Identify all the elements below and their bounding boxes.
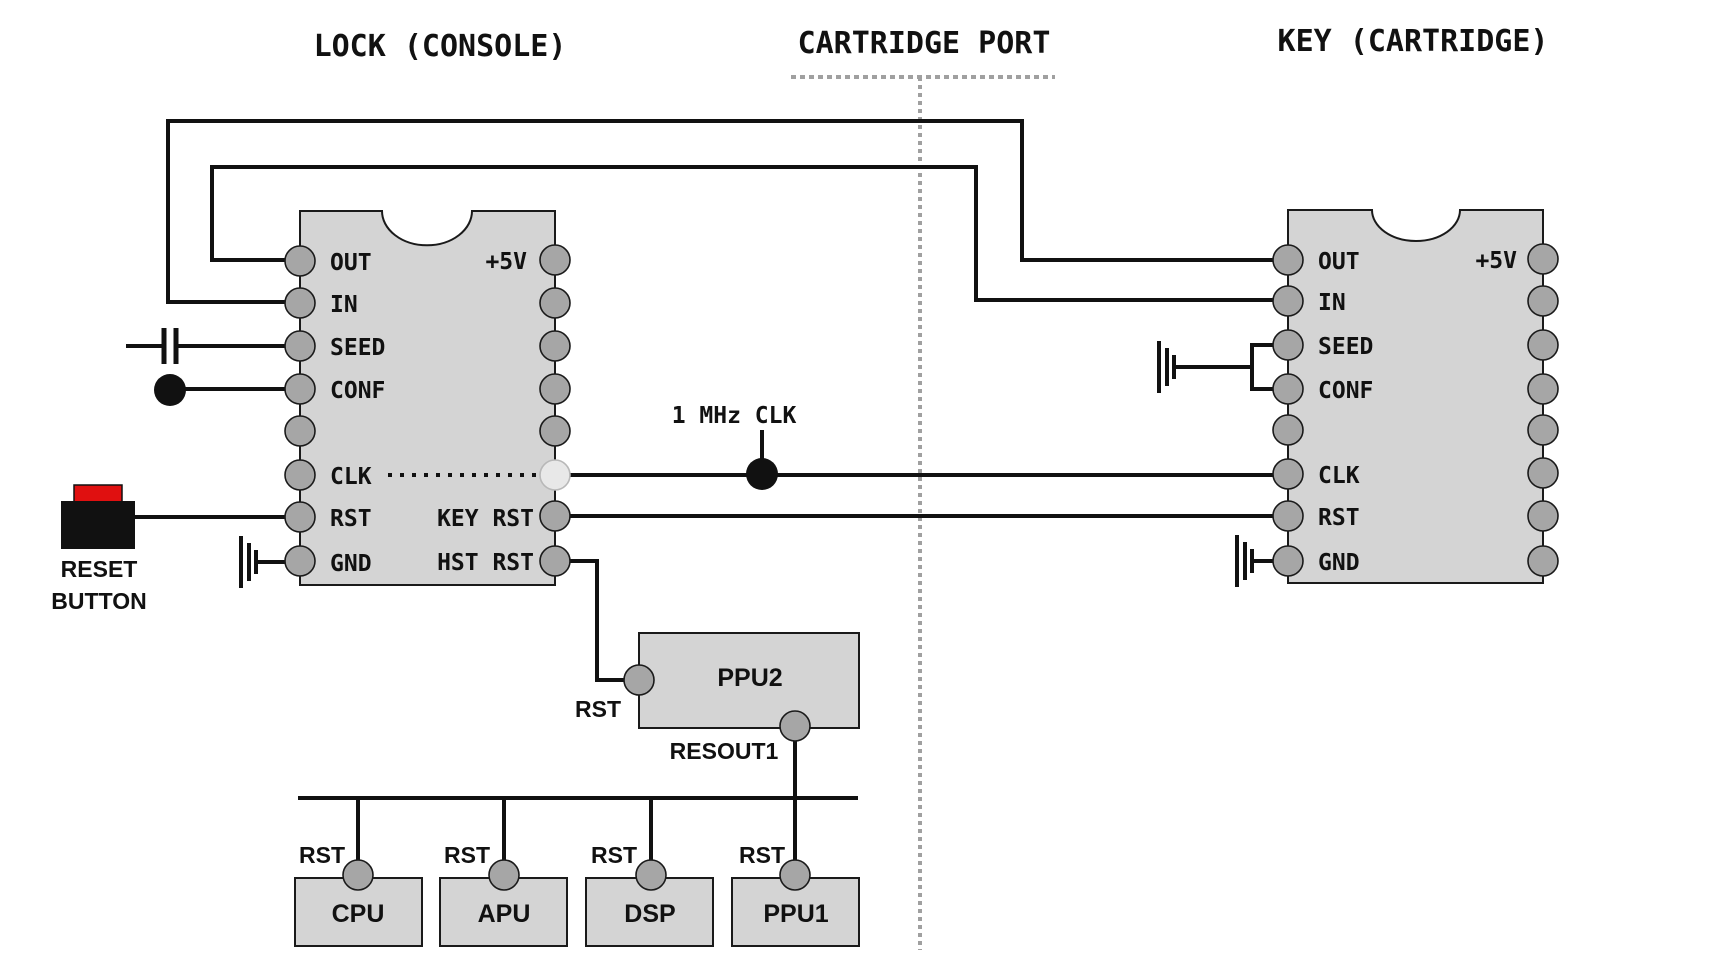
lock-label-5v: +5V [485, 249, 527, 275]
dsp-rst-label: RST [591, 842, 637, 868]
key-pin-nc-r4 [1527, 373, 1559, 405]
ppu1-pin-rst [779, 859, 811, 891]
key-label-rst: RST [1318, 505, 1360, 531]
cpu-pin-rst [342, 859, 374, 891]
apu-rst-label: RST [444, 842, 490, 868]
lock-pin-clk-ghost [539, 459, 571, 491]
ppu2-pin-resout1 [779, 710, 811, 742]
lock-label-in: IN [330, 292, 358, 318]
key-pin-nc-r3 [1527, 329, 1559, 361]
key-pin-in [1272, 285, 1304, 317]
key-title: KEY (CARTRIDGE) [1278, 24, 1549, 59]
key-chip [1287, 209, 1544, 584]
reset-button-cap [73, 484, 123, 503]
lock-label-key-rst: KEY RST [437, 506, 534, 532]
key-label-seed: SEED [1318, 334, 1373, 360]
cartridge-port-title: CARTRIDGE PORT [798, 26, 1051, 61]
lock-pin-nc-r2 [539, 287, 571, 319]
key-pin-out [1272, 244, 1304, 276]
key-pin-conf [1272, 373, 1304, 405]
ppu2-resout-label: RESOUT1 [670, 738, 779, 764]
hst-rst-wire [555, 559, 637, 682]
apu-pin-rst [488, 859, 520, 891]
key-pin-5v [1527, 243, 1559, 275]
lock-pin-nc-r3 [539, 330, 571, 362]
lock-chip [299, 210, 556, 586]
key-label-gnd: GND [1318, 550, 1360, 576]
ppu1-label: PPU1 [763, 900, 828, 928]
lock-title: LOCK (CONSOLE) [314, 29, 567, 64]
key-pin-gnd [1272, 545, 1304, 577]
lock-pin-nc-r4 [539, 373, 571, 405]
key-pin-nc-r8 [1527, 545, 1559, 577]
dsp-pin-rst [635, 859, 667, 891]
lock-label-seed: SEED [330, 335, 385, 361]
key-label-in: IN [1318, 290, 1346, 316]
clock-label: 1 MHz CLK [672, 403, 797, 429]
lock-pin-key-rst [539, 500, 571, 532]
ppu1-rst-label: RST [739, 842, 785, 868]
cpu-label: CPU [332, 900, 385, 928]
ppu2-label: PPU2 [717, 664, 782, 692]
key-label-clk: CLK [1318, 463, 1360, 489]
conf-terminal-dot [154, 374, 186, 406]
lock-pin-hst-rst [539, 545, 571, 577]
key-label-out: OUT [1318, 249, 1360, 275]
cpu-rst-label: RST [299, 842, 345, 868]
lock-label-gnd: GND [330, 551, 372, 577]
key-pin-nc-r2 [1527, 285, 1559, 317]
lock-label-clk: CLK [330, 464, 372, 490]
lock-pin-gnd [284, 545, 316, 577]
lock-pin-5v [539, 244, 571, 276]
lock-pin-seed [284, 330, 316, 362]
key-pin-nc-r7 [1527, 500, 1559, 532]
key-pin-rst [1272, 500, 1304, 532]
lock-pin-conf [284, 373, 316, 405]
reset-button-label-1: RESET [61, 556, 138, 582]
clk-junction-dot [746, 458, 778, 490]
lock-pin-out [284, 245, 316, 277]
key-label-conf: CONF [1318, 378, 1373, 404]
lock-label-out: OUT [330, 250, 372, 276]
wire-lock-in-to-key-out [166, 119, 1288, 304]
ppu2-pin-rst [623, 664, 655, 696]
reset-button-body [61, 501, 135, 549]
key-pin-seed [1272, 329, 1304, 361]
key-pin-nc-left [1272, 414, 1304, 446]
lock-label-rst: RST [330, 506, 372, 532]
key-pin-nc-r6 [1527, 457, 1559, 489]
key-pin-nc-r5 [1527, 414, 1559, 446]
dsp-label: DSP [624, 900, 675, 928]
lock-pin-nc-left [284, 415, 316, 447]
lock-pin-rst [284, 501, 316, 533]
lock-label-conf: CONF [330, 378, 385, 404]
ppu2-rst-label: RST [575, 696, 621, 722]
key-pin-clk [1272, 458, 1304, 490]
reset-button-label-2: BUTTON [51, 588, 146, 614]
wire-lock-out-to-key-in [210, 165, 1288, 302]
lock-pin-clk [284, 459, 316, 491]
lock-label-hst-rst: HST RST [437, 550, 534, 576]
lock-pin-nc-r5 [539, 415, 571, 447]
key-label-5v: +5V [1475, 248, 1517, 274]
lock-pin-in [284, 287, 316, 319]
apu-label: APU [478, 900, 531, 928]
